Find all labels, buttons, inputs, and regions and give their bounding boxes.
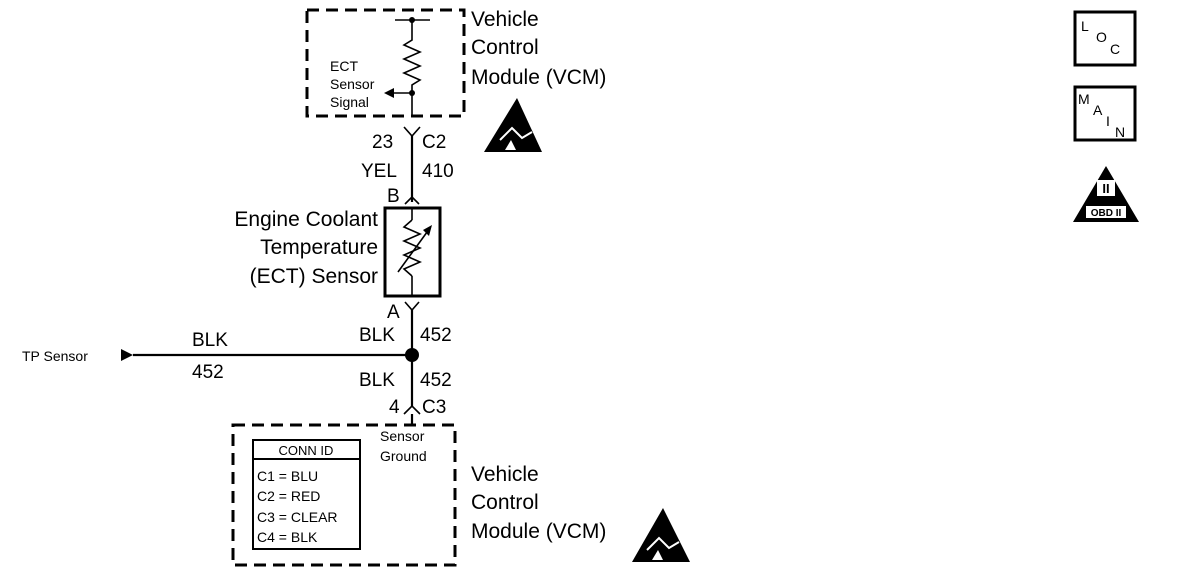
top-vcm-title-1: Vehicle [471, 8, 539, 31]
main-icon-letter: I [1106, 113, 1110, 129]
bottom-vcm-title-3: Module (VCM) [471, 520, 606, 543]
main-icon: M A I N [1073, 85, 1137, 142]
conn-id-row: C3 = CLEAR [257, 509, 338, 525]
c2-connector-symbol [403, 126, 421, 138]
wire-452-upper-color: BLK [359, 325, 395, 346]
main-icon-letter: N [1115, 124, 1125, 140]
ect-sensor: B Engine Coolant Temperature (ECT) Senso… [234, 186, 442, 323]
ect-pin-a: A [387, 302, 400, 323]
tp-wire-color: BLK [192, 330, 228, 351]
top-vcm-boundary [305, 8, 466, 118]
ect-signal-label-1: ECT [330, 58, 358, 74]
signal-arrow-icon [384, 88, 394, 98]
loc-icon-letter: L [1081, 18, 1089, 34]
conn-id-row: C4 = BLK [257, 529, 318, 545]
top-vcm-module: ECT Sensor Signal Vehicle Control Module… [305, 8, 606, 152]
tp-sensor-branch: TP Sensor BLK 452 [22, 330, 412, 383]
c3-connector-id: C3 [422, 397, 446, 418]
thermistor-icon [402, 219, 422, 277]
conn-id-row: C2 = RED [257, 488, 320, 504]
connector-c3: 4 C3 [389, 397, 446, 425]
obd-ii-numeral: II [1102, 181, 1109, 196]
sensor-ground-label-1: Sensor [380, 428, 425, 444]
sensor-ground-label-2: Ground [380, 448, 427, 464]
ect-signal-label-3: Signal [330, 94, 369, 110]
main-icon-letter: A [1093, 102, 1103, 118]
ect-pin-b: B [387, 186, 400, 207]
thermistor-variable-arrow [397, 227, 431, 273]
wire-410-color: YEL [361, 161, 397, 182]
connector-c2: 23 C2 [372, 126, 446, 153]
ect-pin-a-symbol [404, 301, 420, 312]
esd-warning-icon [484, 98, 542, 152]
tp-wire-circuit: 452 [192, 362, 224, 383]
conn-id-row: C1 = BLU [257, 468, 318, 484]
conn-id-table: CONN ID C1 = BLU C2 = RED C3 = CLEAR C4 … [252, 439, 361, 550]
bottom-vcm-title-1: Vehicle [471, 463, 539, 486]
conn-id-header: CONN ID [279, 443, 334, 458]
bottom-vcm-module: Sensor Ground CONN ID C1 = BLU C2 = RED … [231, 423, 690, 567]
main-icon-letter: M [1078, 91, 1090, 107]
wire-452-lower-color: BLK [359, 370, 395, 391]
wire-410-circuit: 410 [422, 161, 454, 182]
c3-connector-symbol [403, 404, 421, 415]
pullup-resistor-icon [402, 20, 422, 115]
top-vcm-title-2: Control [471, 36, 539, 59]
loc-icon-letter: O [1096, 29, 1107, 45]
c2-pin-number: 23 [372, 132, 393, 153]
esd-warning-icon [632, 508, 690, 562]
ect-name-2: Temperature [260, 236, 378, 259]
bottom-vcm-title-2: Control [471, 491, 539, 514]
ect-name-3: (ECT) Sensor [250, 265, 378, 288]
thermistor-arrowhead [423, 225, 432, 236]
wire-452-upper-circuit: 452 [420, 325, 452, 346]
top-vcm-title-3: Module (VCM) [471, 66, 606, 89]
c2-connector-id: C2 [422, 132, 446, 153]
tp-sensor-label: TP Sensor [22, 348, 88, 364]
bottom-vcm-boundary [231, 423, 457, 567]
tp-arrow-icon [121, 349, 133, 361]
wire-452-lower-circuit: 452 [420, 370, 452, 391]
obd-ii-icon: II OBD II [1073, 166, 1139, 222]
loc-icon-letter: C [1110, 41, 1120, 57]
ect-signal-label-2: Sensor [330, 76, 375, 92]
c3-pin-number: 4 [389, 397, 400, 418]
ect-pin-b-symbol [404, 195, 420, 205]
obd-ii-label: OBD II [1091, 208, 1122, 219]
loc-icon: L O C [1073, 10, 1137, 67]
ect-name-1: Engine Coolant [234, 208, 378, 231]
